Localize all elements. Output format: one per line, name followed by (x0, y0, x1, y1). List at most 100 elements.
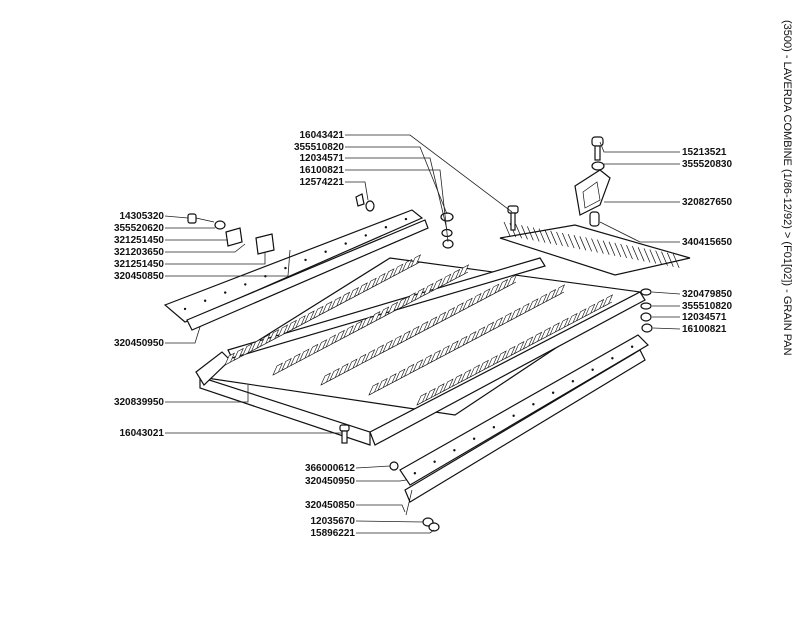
comb-finger (632, 246, 639, 261)
step-tooth (558, 317, 569, 331)
strip-hole (551, 391, 555, 394)
step-tooth (567, 312, 578, 327)
step-tooth (338, 363, 349, 377)
finger-comb (499, 221, 691, 276)
strip-hole (472, 437, 476, 440)
strip-hole (571, 380, 575, 383)
comb-finger (585, 237, 592, 252)
part-label: 340415650 (682, 237, 732, 248)
comb-finger (538, 228, 546, 243)
part-labels-left-mid: 14305320 355520620 321251450 321203650 3… (114, 211, 164, 282)
step-tooth (451, 373, 463, 387)
step-tooth (506, 274, 518, 288)
comb-finger (544, 229, 552, 244)
step-tooth (383, 268, 395, 282)
step-tooth (339, 291, 351, 305)
step-tooth (478, 359, 489, 373)
comb-finger (649, 249, 657, 264)
step-tooth (409, 325, 420, 339)
step-tooth (435, 311, 447, 325)
strip-hole (611, 357, 614, 360)
step-tooth (304, 310, 315, 324)
step-tooth (348, 286, 360, 301)
step-tooth (373, 344, 385, 358)
part-labels-left-low: 320450950 320839950 16043021 (114, 338, 164, 439)
part-label: 320839950 (114, 397, 164, 408)
step-tooth (462, 297, 473, 311)
part-label: 355510820 (294, 142, 344, 153)
step-tooth (290, 353, 301, 367)
step-tooth (316, 339, 328, 353)
part-label: 320827650 (682, 197, 732, 208)
step-tooth (295, 315, 306, 329)
step-tooth (400, 330, 411, 344)
step-tooth (268, 329, 280, 343)
comb-finger (608, 241, 616, 256)
step-tooth (487, 355, 498, 369)
step-tooth (352, 320, 363, 334)
step-tooth (298, 348, 310, 362)
comb-finger (532, 227, 540, 242)
comb-finger (550, 230, 557, 245)
part-label: 321251450 (114, 259, 164, 270)
strip-hole (384, 226, 388, 229)
step-tooth (602, 294, 614, 308)
step-tooth (474, 326, 486, 340)
strip-hole (630, 345, 634, 348)
step-tooth (416, 392, 427, 406)
step-tooth (396, 296, 408, 311)
step-tooth (382, 339, 393, 353)
step-tooth (320, 372, 331, 386)
step-tooth (405, 292, 416, 306)
right-side-strip (399, 334, 649, 503)
left-side-strip (163, 209, 429, 331)
strip-hole (433, 460, 436, 463)
strip-hole (413, 472, 417, 475)
diagram-title: (3500) - LAVERDA COMBINE (1/86-12/92) > … (781, 20, 795, 380)
comb-finger (556, 231, 563, 247)
strip-hole (203, 299, 207, 302)
step-tooth (488, 283, 500, 297)
step-tooth (401, 258, 413, 273)
strip-hole (244, 283, 247, 286)
part-label: 320450850 (114, 271, 164, 282)
step-tooth (233, 347, 244, 361)
step-tooth (549, 322, 560, 336)
comb-finger (591, 238, 598, 253)
part-label: 12034571 (300, 153, 345, 164)
comb-fingers (503, 221, 680, 269)
comb-finger (567, 233, 575, 249)
step-tooth (369, 311, 381, 325)
step-tooth (417, 321, 429, 335)
step-tooth (361, 315, 372, 329)
step-tooth (554, 284, 566, 298)
step-tooth (357, 282, 368, 296)
part-label: 321251450 (114, 235, 164, 246)
step-tooth (444, 306, 456, 321)
step-tooth (442, 378, 454, 392)
step-tooth (281, 357, 292, 371)
step-tooth (531, 331, 543, 345)
step-tooth (364, 349, 376, 363)
strip-hole (404, 217, 408, 221)
step-tooth (346, 358, 358, 372)
part-label: 355520620 (114, 223, 164, 234)
step-tooth (492, 316, 504, 331)
step-tooth (321, 301, 333, 315)
step-tooth (368, 382, 379, 396)
comb-finger (614, 242, 622, 258)
strip-hole (364, 234, 367, 237)
strip-hole (344, 242, 347, 245)
step-tooth (440, 273, 452, 287)
step-tooth (522, 336, 534, 350)
step-tooth (496, 350, 507, 364)
strip-hole (324, 250, 327, 253)
step-tooth (394, 368, 406, 382)
step-tooth (343, 325, 354, 339)
strip-holes-lower (413, 345, 634, 475)
step-tooth (593, 298, 605, 313)
step-tooth (412, 359, 424, 373)
comb-finger (655, 250, 662, 265)
